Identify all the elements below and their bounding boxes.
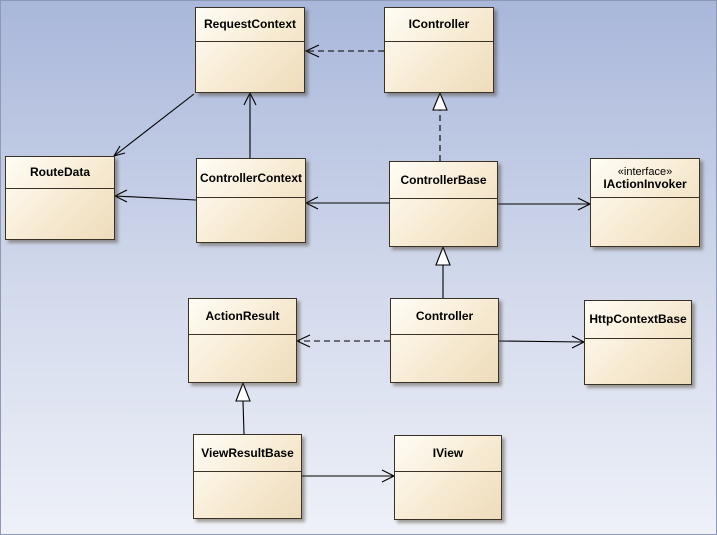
- association-requestcontext-routedata: [112, 93, 195, 157]
- association-controllercontext-requestcontext: [243, 91, 257, 158]
- dependency-controller-actionresult: [295, 334, 390, 348]
- class-icontroller[interactable]: IController: [384, 7, 494, 93]
- class-controllerbase[interactable]: ControllerBase: [389, 161, 498, 247]
- class-name: RouteData: [6, 157, 114, 189]
- association-controller-httpcontextbase: [498, 335, 586, 349]
- class-name: ActionResult: [189, 299, 296, 335]
- class-name: IController: [385, 8, 493, 42]
- class-name: IActionInvoker: [603, 176, 687, 191]
- class-controller[interactable]: Controller: [390, 298, 499, 383]
- class-header: «interface» IActionInvoker: [591, 159, 699, 198]
- class-httpcontextbase[interactable]: HttpContextBase: [584, 300, 692, 385]
- class-requestcontext[interactable]: RequestContext: [195, 7, 305, 93]
- class-name: Controller: [391, 299, 498, 335]
- class-name: ViewResultBase: [194, 435, 301, 472]
- class-name: IView: [395, 436, 501, 472]
- class-name: HttpContextBase: [585, 301, 691, 339]
- association-viewresultbase-iview: [302, 469, 396, 483]
- class-controllercontext[interactable]: ControllerContext: [196, 158, 306, 243]
- generalization-controller-controllerbase: [435, 245, 451, 298]
- association-controllerbase-controllercontext: [304, 196, 389, 210]
- class-routedata[interactable]: RouteData: [5, 156, 115, 240]
- realization-controllerbase-icontroller: [432, 91, 448, 161]
- class-name: ControllerBase: [390, 162, 497, 199]
- stereotype-label: «interface»: [617, 165, 673, 178]
- class-actionresult[interactable]: ActionResult: [188, 298, 297, 383]
- association-controllerbase-iactioninvoker: [498, 197, 592, 211]
- generalization-viewresultbase-actionresult: [235, 381, 251, 435]
- class-iactioninvoker[interactable]: «interface» IActionInvoker: [590, 158, 700, 247]
- dependency-icontroller-requestcontext: [304, 44, 384, 58]
- class-iview[interactable]: IView: [394, 435, 502, 520]
- class-name: RequestContext: [196, 8, 304, 42]
- association-controllercontext-routedata: [113, 189, 197, 203]
- class-name: ControllerContext: [197, 159, 305, 198]
- class-viewresultbase[interactable]: ViewResultBase: [193, 434, 302, 519]
